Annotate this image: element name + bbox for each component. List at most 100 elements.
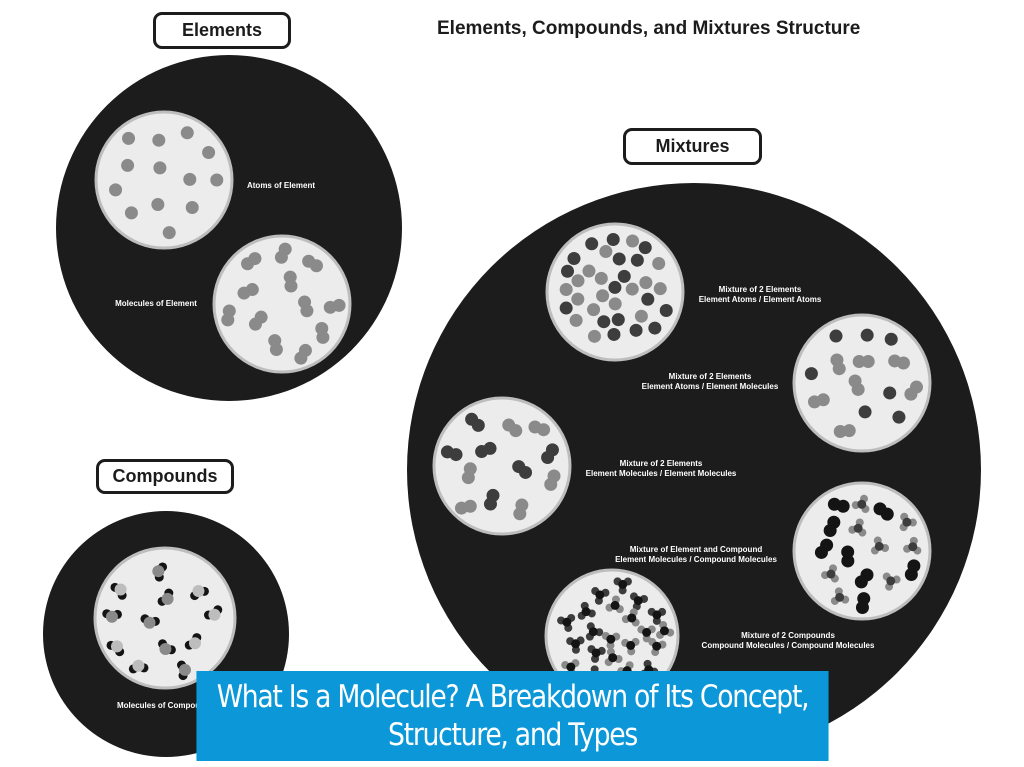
mixture-atom <box>648 321 662 335</box>
compound-atom <box>161 592 174 605</box>
mixture-element-compound-title: Mixture of Element and Compound <box>630 545 763 554</box>
compound-atom <box>132 659 145 672</box>
mixture-molecules-molecules-title: Mixture of 2 Elements <box>620 459 703 468</box>
compound-atom <box>652 610 662 620</box>
mixture-atom <box>829 329 843 343</box>
molecules-of-compound-label: Molecules of Compound <box>117 701 210 710</box>
compound-atom <box>581 607 591 617</box>
mixtures-heading: Mixtures <box>623 128 762 165</box>
mixture-molecule-atom <box>841 554 855 568</box>
mixture-molecule-atom <box>814 545 828 559</box>
element-atom <box>124 206 138 220</box>
mixture-molecule-atom <box>808 395 822 409</box>
mixture-atom <box>804 367 818 381</box>
mixture-atom <box>634 309 648 323</box>
mixture-molecule-atom <box>896 356 910 370</box>
mixture-molecules-molecules-subtitle: Element Molecules / Element Molecules <box>586 469 737 478</box>
mixture-atoms-atoms-title: Mixture of 2 Elements <box>719 285 802 294</box>
compound-atom <box>588 627 598 637</box>
mixture-molecule-atom <box>449 448 463 462</box>
compound-atom <box>626 640 636 650</box>
compound-atom <box>652 641 662 651</box>
mixture-molecule-atom <box>475 445 489 459</box>
mixture-atom <box>585 237 599 251</box>
elements-disc <box>56 55 402 401</box>
mixture-atoms-atoms-subtitle: Element Atoms / Element Atoms <box>699 295 822 304</box>
compound-atom <box>642 627 652 637</box>
compound-atom <box>591 648 601 658</box>
caption-line-2: Structure, and Types <box>388 717 638 753</box>
mixture-molecule-atom <box>823 523 837 537</box>
mixture-molecule-atom <box>537 423 551 437</box>
element-molecule-atom <box>294 351 308 365</box>
mixture-atom <box>587 303 601 317</box>
mixture-molecule-atom <box>519 465 533 479</box>
compound-atom <box>595 590 605 600</box>
compound-atom <box>902 517 912 527</box>
mixture-atom <box>597 315 611 329</box>
element-atom <box>122 131 136 145</box>
mixture-molecule-atom <box>861 354 875 368</box>
mixture-atom <box>892 410 906 424</box>
mixture-atom <box>567 252 581 266</box>
element-atom <box>210 173 224 187</box>
mixture-atom <box>599 245 613 259</box>
element-molecule-atom <box>241 257 255 271</box>
compound-atom <box>562 617 572 627</box>
compound-atom <box>610 600 620 610</box>
mixture-atom <box>571 274 585 288</box>
compound-atom <box>571 639 581 649</box>
mixture-molecule-atom <box>852 355 866 369</box>
compound-atom <box>566 662 576 672</box>
compound-atom <box>618 579 628 589</box>
element-molecule-atom <box>309 259 323 273</box>
mixture-molecule-atom <box>461 471 475 485</box>
element-atom <box>183 172 197 186</box>
element-molecule-atom <box>284 279 298 293</box>
mixture-atom <box>594 271 608 285</box>
element-atom <box>162 226 176 240</box>
mixture-atoms-molecules-subtitle: Element Atoms / Element Molecules <box>642 382 779 391</box>
element-molecule-atom <box>269 342 283 356</box>
compound-atom <box>152 565 165 578</box>
mixture-molecule-atom <box>836 499 850 513</box>
mixture-atom <box>630 253 644 267</box>
compound-atom <box>110 640 123 653</box>
compound-atom <box>627 613 637 623</box>
compound-atom <box>857 499 867 509</box>
element-molecule-atom <box>316 330 330 344</box>
mixture-molecule-atom <box>513 507 527 521</box>
element-atom <box>152 133 166 147</box>
mixture-atom <box>582 264 596 278</box>
mixture-molecule-atom <box>854 575 868 589</box>
mixture-atom <box>638 241 652 255</box>
caption-line-1: What Is a Molecule? A Breakdown of Its C… <box>216 679 810 715</box>
compound-atom <box>188 637 201 650</box>
mixture-molecule-atom <box>832 362 846 376</box>
mixture-molecule-atom <box>454 501 468 515</box>
compound-atom <box>853 523 863 533</box>
element-atom <box>153 161 167 175</box>
mixture-molecule-atom <box>544 477 558 491</box>
mixture-molecule-atom <box>904 568 918 582</box>
compound-atom <box>606 634 616 644</box>
element-atom <box>109 183 123 197</box>
element-atom <box>121 158 135 172</box>
mixture-atom <box>587 329 601 343</box>
compound-atom <box>608 653 618 663</box>
mixture-atoms-molecules-title: Mixture of 2 Elements <box>669 372 752 381</box>
mixture-atom <box>659 303 673 317</box>
mixture-molecules-molecules-inset <box>432 396 572 536</box>
mixture-atom <box>626 234 640 248</box>
mixture-element-compound-inset <box>792 481 932 621</box>
atoms-of-element-label: Atoms of Element <box>247 181 315 190</box>
mixture-molecule-atom <box>880 507 894 521</box>
page-title: Elements, Compounds, and Mixtures Struct… <box>437 18 861 39</box>
element-molecule-atom <box>221 313 235 327</box>
mixture-atom <box>561 264 575 278</box>
caption-banner: What Is a Molecule? A Breakdown of Its C… <box>196 671 829 761</box>
mixture-atom <box>571 292 585 306</box>
compound-atom <box>105 610 118 623</box>
element-molecule-atom <box>248 317 262 331</box>
